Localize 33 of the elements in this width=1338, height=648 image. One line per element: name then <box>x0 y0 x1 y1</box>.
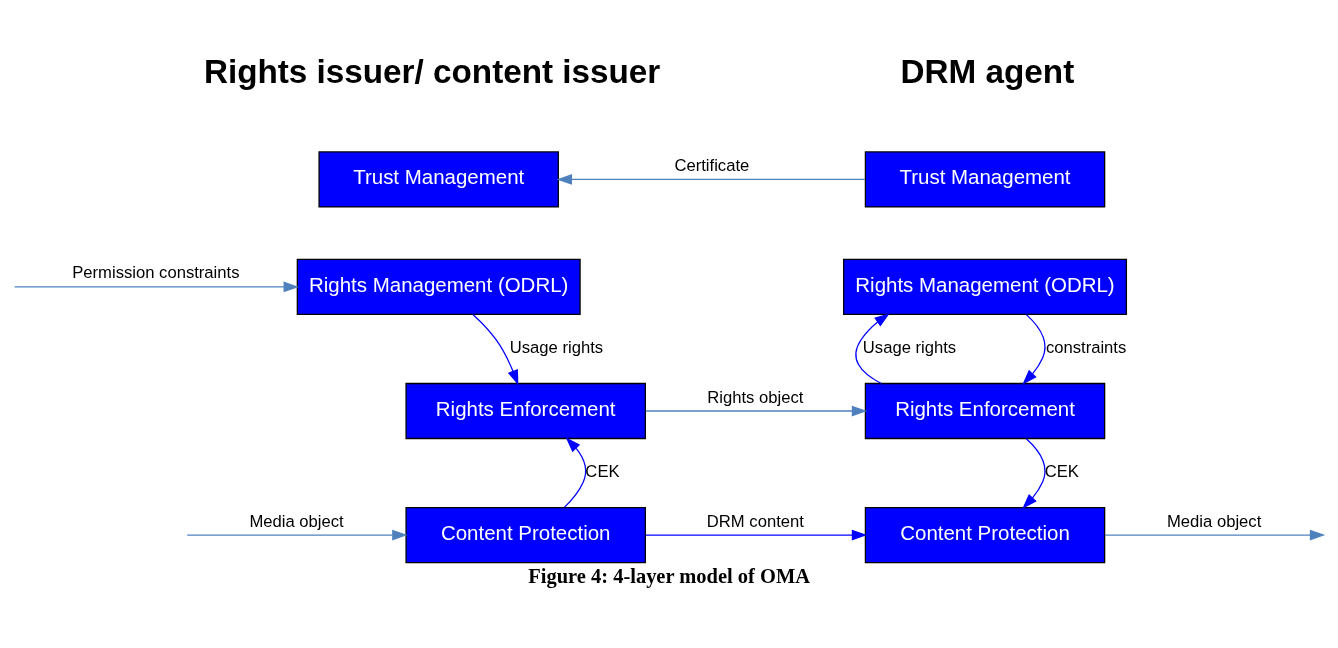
node-box: Rights Management (ODRL) <box>296 258 581 316</box>
edge-label: Certificate <box>674 155 750 175</box>
arrow <box>556 174 866 185</box>
edge-label: DRM content <box>706 511 804 531</box>
arrow <box>563 437 587 509</box>
arrow <box>1022 438 1046 509</box>
edge-label: Media object <box>1167 511 1262 531</box>
edge-label: Permission constraints <box>72 263 240 283</box>
edge-label: Usage rights <box>509 338 604 358</box>
node-box: Content Protection <box>405 506 646 564</box>
edge-label: Usage rights <box>862 338 957 358</box>
node-box: Trust Management <box>318 151 559 208</box>
edge-label: constraints <box>1045 338 1127 358</box>
arrow <box>1104 529 1326 541</box>
arrow <box>186 529 408 541</box>
arrow <box>472 313 519 386</box>
node-box: Content Protection <box>864 506 1106 564</box>
node-box: Rights Enforcement <box>864 382 1106 440</box>
node-box: Rights Management (ODRL) <box>843 258 1128 316</box>
edge-label: CEK <box>585 462 620 482</box>
label: Rights issuer/ content issuer <box>203 52 661 90</box>
arrow <box>645 405 868 417</box>
arrow <box>855 313 890 385</box>
arrow <box>1022 314 1046 385</box>
edge-label: Media object <box>249 511 344 531</box>
node-box: Trust Management <box>864 151 1106 208</box>
label: DRM agent <box>900 52 1075 90</box>
caption: Figure 4: 4-layer model of OMA <box>528 564 811 587</box>
edge-label: CEK <box>1044 462 1079 482</box>
arrow <box>645 529 868 541</box>
node-box: Rights Enforcement <box>405 382 646 440</box>
edge-label: Rights object <box>707 387 804 407</box>
arrow <box>13 281 299 293</box>
